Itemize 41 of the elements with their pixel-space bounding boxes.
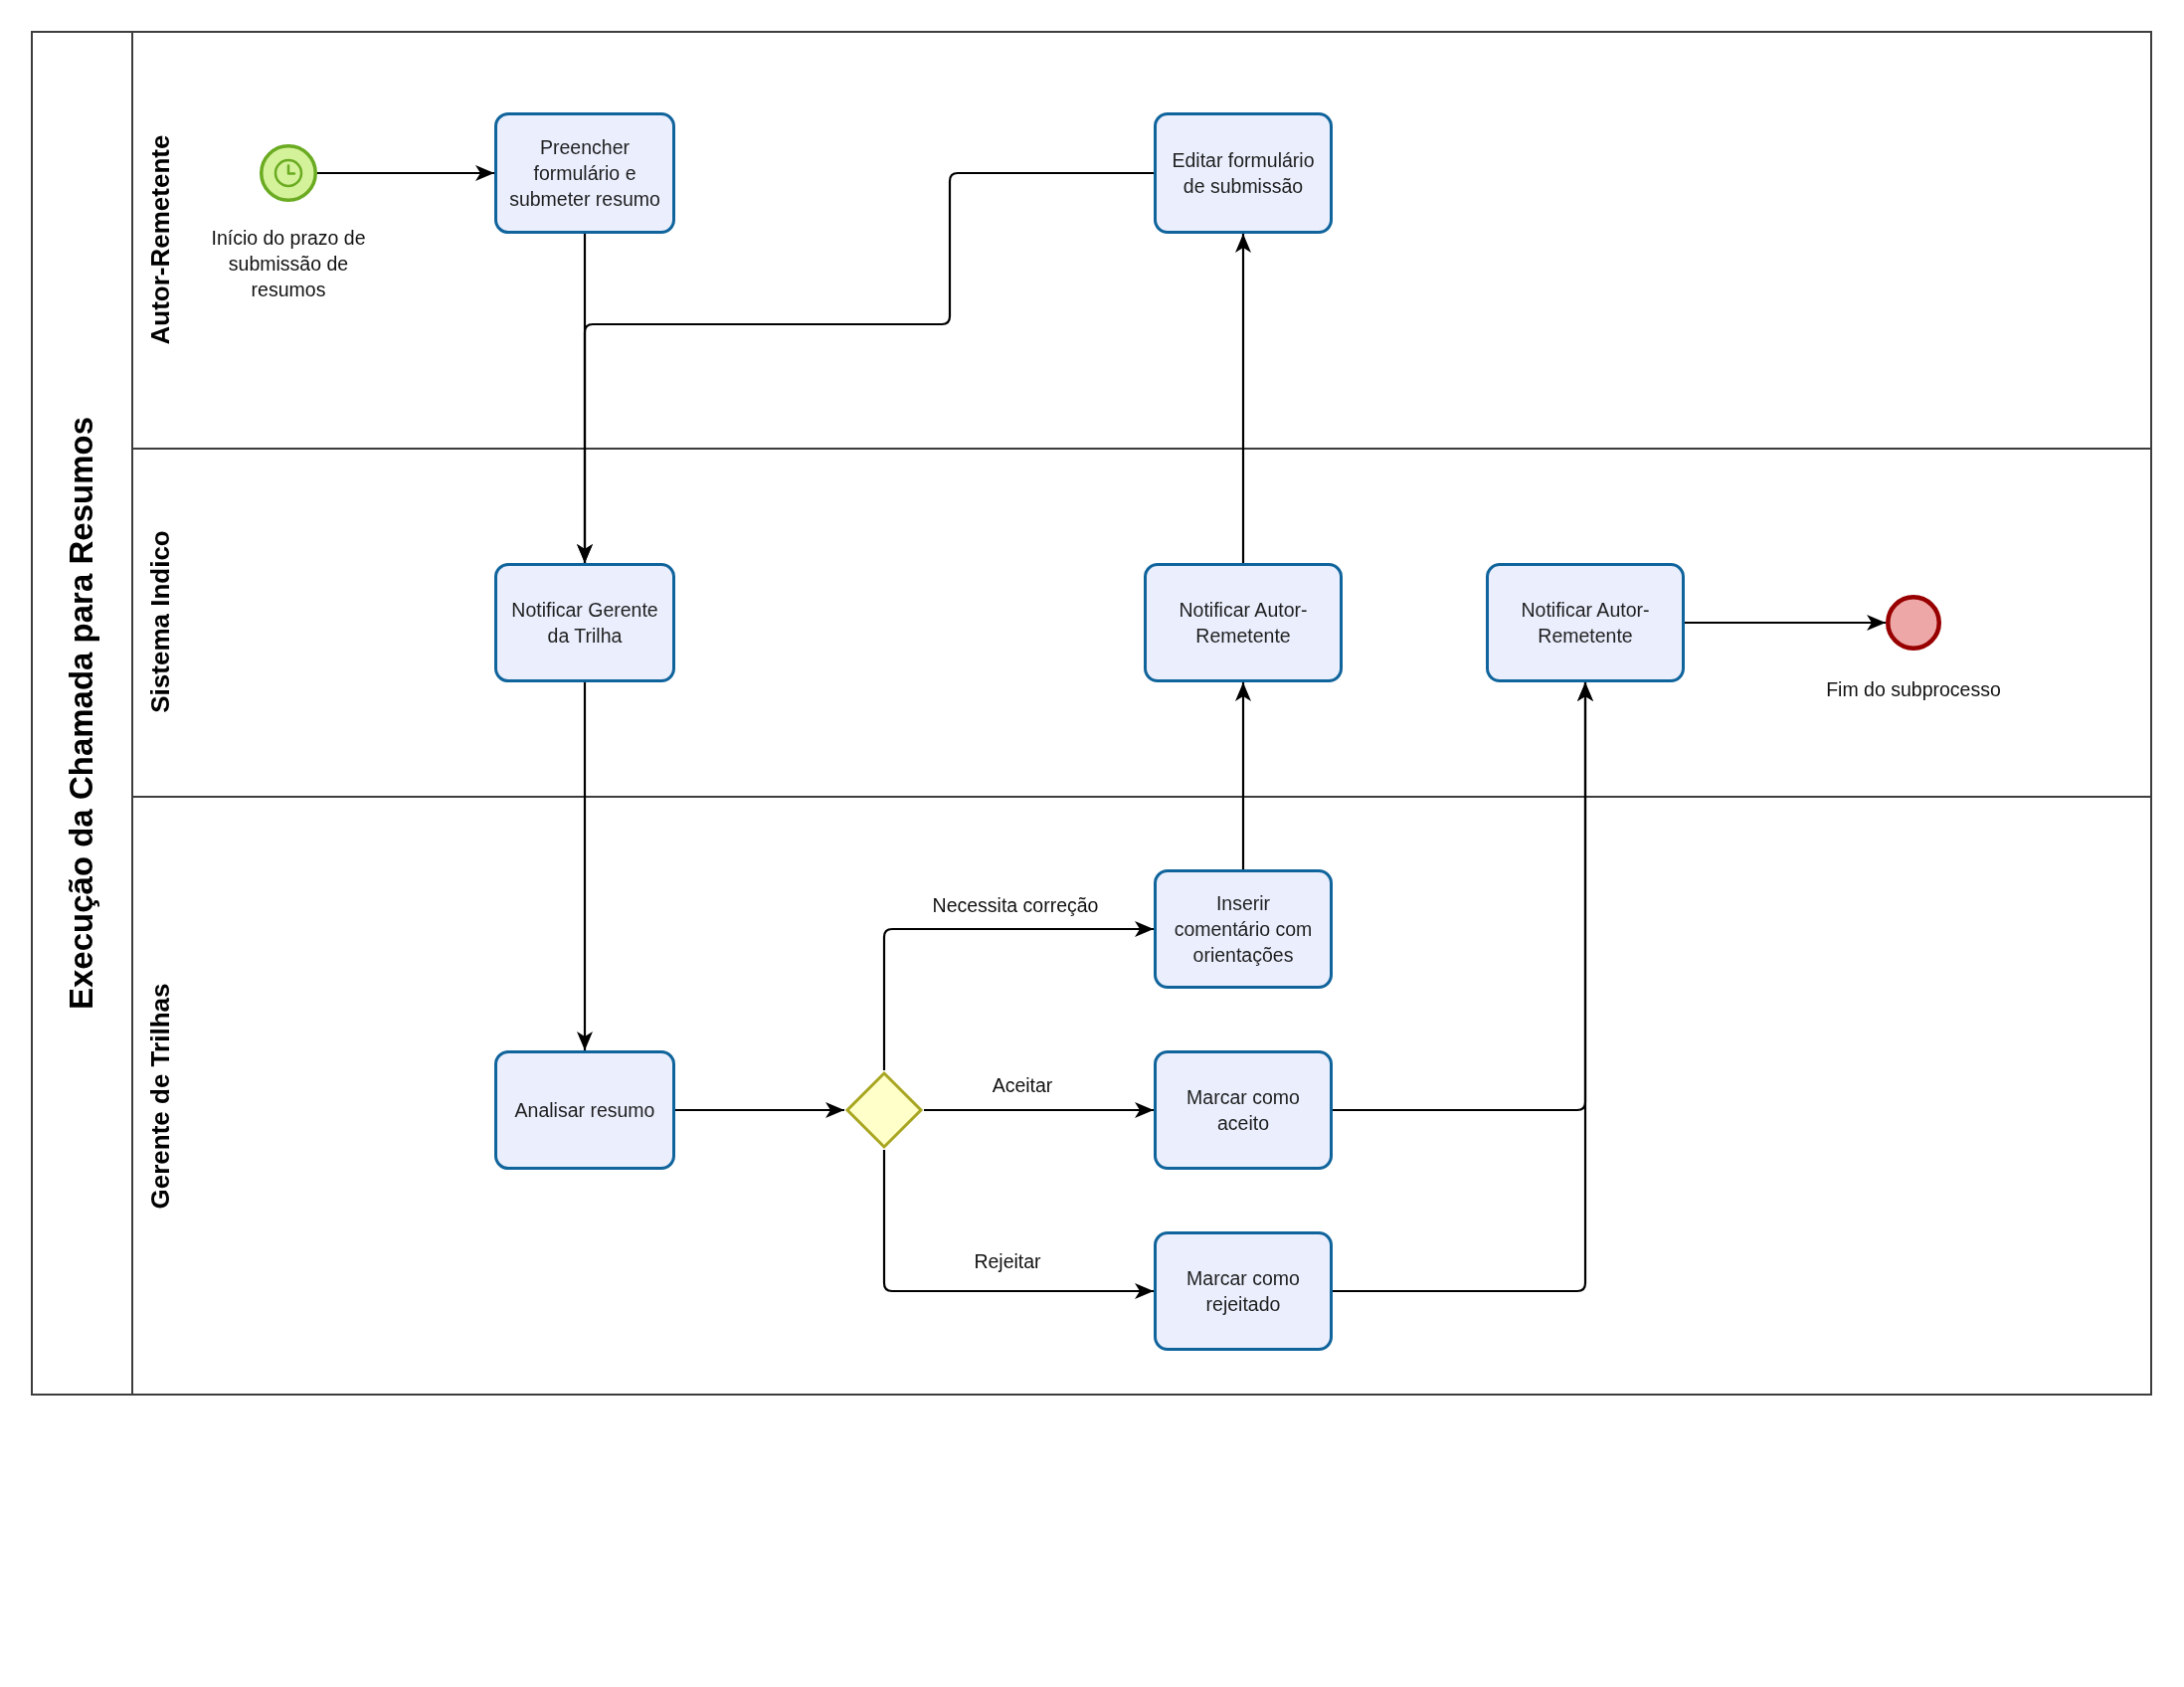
swimlane xyxy=(131,796,2152,1396)
task-label: Marcar como rejeitado xyxy=(1185,1266,1301,1317)
gateway-diamond xyxy=(844,1070,924,1150)
task-label: Marcar como aceito xyxy=(1185,1085,1301,1136)
flow-arrow xyxy=(1685,615,1886,631)
flow-arrow xyxy=(577,171,1154,563)
task-box xyxy=(494,112,675,234)
lane-title: Gerente de Trilhas xyxy=(145,983,175,1209)
flow-arrow xyxy=(882,921,1154,1070)
task-label: Analisar resumo xyxy=(514,1098,655,1123)
task-box xyxy=(1144,563,1343,682)
task-box xyxy=(1154,869,1333,989)
flow-arrow xyxy=(1235,234,1251,563)
flow-arrow xyxy=(924,1102,1154,1118)
task-box xyxy=(1154,1231,1333,1351)
flow-arrow xyxy=(317,165,494,181)
lane-title: Autor-Remetente xyxy=(145,134,175,344)
event-label: Início do prazo de submissão de resumos xyxy=(210,226,367,302)
task-box xyxy=(1154,112,1333,234)
flow-arrow xyxy=(1333,682,1593,1293)
task-label: Notificar Gerente da Trilha xyxy=(510,598,659,649)
task-box xyxy=(494,563,675,682)
task-label: Editar formulário de submissão xyxy=(1171,148,1316,199)
event-label: Fim do subprocesso xyxy=(1826,677,2001,702)
end-event-circle xyxy=(1886,595,1941,651)
task-box xyxy=(494,1050,675,1170)
flow-arrow xyxy=(882,1150,1154,1299)
task-box xyxy=(1154,1050,1333,1170)
pool-title: Execução da Chamada para Resumos xyxy=(62,416,100,1011)
start-event-circle xyxy=(260,144,317,202)
lane-title: Sistema Indico xyxy=(145,530,175,713)
flow-arrow xyxy=(577,682,593,1050)
flow-arrow xyxy=(1235,682,1251,869)
task-label: Notificar Autor-Remetente xyxy=(1178,598,1309,649)
pool xyxy=(31,31,2152,1396)
task-label: Notificar Autor-Remetente xyxy=(1520,598,1651,649)
task-box xyxy=(1486,563,1685,682)
task-label: Preencher formulário e submeter resumo xyxy=(508,135,661,212)
flow-arrow xyxy=(675,1102,844,1118)
task-label: Inserir comentário com orientações xyxy=(1173,891,1314,968)
swimlane xyxy=(131,448,2152,796)
